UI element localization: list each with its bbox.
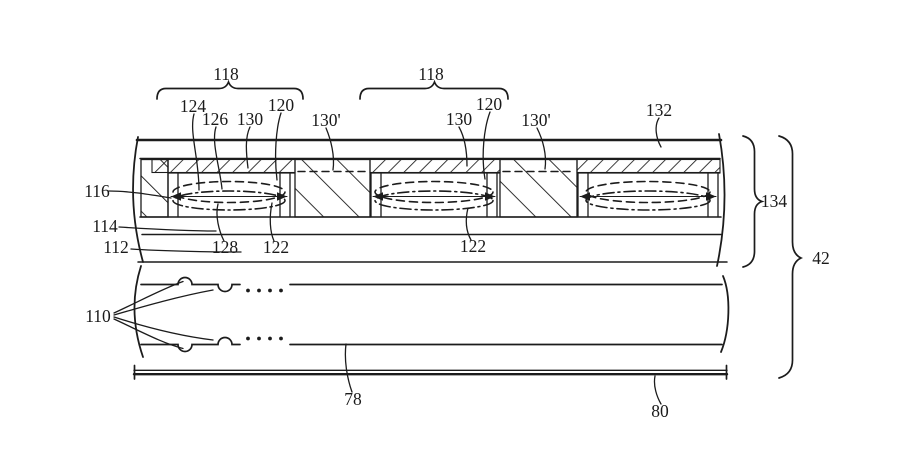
ref-label-116: 116 xyxy=(84,181,110,201)
leader-132 xyxy=(655,117,662,148)
spacer-blocks-130-prime xyxy=(140,158,578,218)
ref-label-118-left: 118 xyxy=(213,64,239,84)
leader-110-b xyxy=(113,289,214,316)
ref-label-130-left: 130 xyxy=(237,109,264,129)
leader-80 xyxy=(653,375,662,405)
capping-strip-130 xyxy=(151,158,721,174)
ref-label-130-right: 130 xyxy=(446,109,473,129)
brace-118-left xyxy=(156,79,304,100)
leader-130-prime-left xyxy=(325,127,335,171)
ref-label-122-right: 122 xyxy=(460,236,486,256)
arrowhead xyxy=(277,192,287,201)
leader-114 xyxy=(118,226,217,232)
ref-label-128: 128 xyxy=(212,237,239,257)
ref-label-120-right: 120 xyxy=(476,94,503,114)
dashdot-ellipse-128 xyxy=(172,190,286,211)
leader-130-right xyxy=(458,126,468,167)
break-line-top-left xyxy=(132,136,144,263)
arrowhead xyxy=(373,192,383,201)
brace-134 xyxy=(742,135,765,268)
ref-label-80: 80 xyxy=(651,401,669,421)
leader-110-a xyxy=(113,280,184,314)
dashed-ellipse-126 xyxy=(172,180,286,204)
break-line-bottom-right xyxy=(720,275,730,353)
ref-label-130-prime-right: 130' xyxy=(521,110,550,130)
ref-label-126: 126 xyxy=(202,109,229,129)
leader-112 xyxy=(130,248,242,253)
spacer-block xyxy=(140,158,169,218)
ref-label-134: 134 xyxy=(761,191,788,211)
leader-120-left xyxy=(274,112,282,181)
leader-78 xyxy=(344,343,353,393)
trace-line-lower xyxy=(140,336,723,353)
layer-boundaries xyxy=(137,216,728,263)
trace-line-upper xyxy=(140,276,723,293)
ref-label-110: 110 xyxy=(85,306,111,326)
dashed-ellipse-126 xyxy=(374,180,494,204)
capping-strip-segment xyxy=(151,158,296,174)
leader-126 xyxy=(213,126,223,190)
pixel-cell xyxy=(577,172,719,218)
leader-lines xyxy=(108,111,662,405)
ref-label-132: 132 xyxy=(646,100,672,120)
pixel-layer-116 xyxy=(167,158,721,218)
ref-label-112: 112 xyxy=(103,237,129,257)
dashed-ellipse-126 xyxy=(585,180,711,204)
ref-label-130-prime-left: 130' xyxy=(311,110,340,130)
leader-110-c xyxy=(113,316,214,341)
ref-label-118-right: 118 xyxy=(418,64,444,84)
ref-label-120-left: 120 xyxy=(268,95,295,115)
capping-strip-segment xyxy=(576,158,721,174)
ref-label-42: 42 xyxy=(812,248,830,268)
spacer-block xyxy=(499,158,578,218)
capping-strip-segment xyxy=(369,158,501,174)
ref-label-124: 124 xyxy=(180,96,207,116)
brace-118-right xyxy=(359,79,509,100)
arrowhead xyxy=(171,192,181,201)
arrowhead xyxy=(706,192,716,201)
leader-130-left xyxy=(245,126,251,169)
leader-122-right xyxy=(465,207,472,241)
signal-traces-110 xyxy=(140,276,723,353)
arrowhead xyxy=(485,192,495,201)
bottom-layer-80 xyxy=(132,364,729,380)
ref-label-122-left: 122 xyxy=(263,237,289,257)
leader-130-prime-right xyxy=(536,127,547,170)
leader-116 xyxy=(108,190,172,199)
cover-layer-132 xyxy=(135,138,723,160)
break-lines xyxy=(132,133,730,358)
spacer-block xyxy=(294,158,371,218)
braces xyxy=(156,79,803,379)
brace-42 xyxy=(778,135,803,379)
leader-110-d xyxy=(113,318,184,350)
ref-label-78: 78 xyxy=(344,389,362,409)
leader-124 xyxy=(191,113,200,191)
reference-labels: 118 118 124 126 130 120 130' 130 120 130… xyxy=(84,64,830,421)
pixel-cell xyxy=(167,158,291,218)
break-line-top-right xyxy=(716,133,726,267)
dashdot-ellipse-128 xyxy=(585,190,711,211)
pixel-cell xyxy=(370,172,498,218)
ellipsis-dots xyxy=(246,336,283,341)
leader-122-left xyxy=(269,202,275,242)
ref-label-114: 114 xyxy=(92,216,118,236)
ellipsis-dots xyxy=(246,288,283,293)
break-line-bottom-left xyxy=(133,265,144,358)
leader-128 xyxy=(216,203,225,242)
arrowhead xyxy=(580,192,590,201)
dashdot-ellipse-128 xyxy=(374,190,494,211)
leader-120-right xyxy=(482,111,491,180)
